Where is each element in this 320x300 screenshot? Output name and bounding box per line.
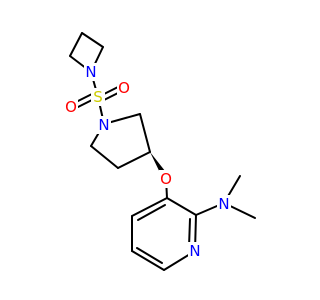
atom-label: O	[118, 79, 130, 97]
bond	[81, 32, 104, 48]
atom-labels: N S O O N O N	[64, 63, 231, 260]
bond	[131, 197, 168, 217]
bond	[90, 145, 119, 169]
bond	[131, 250, 165, 271]
bond	[139, 113, 151, 153]
atom-label: N	[85, 63, 96, 81]
atom-label: N	[98, 116, 109, 134]
atom-label: S	[93, 88, 103, 106]
molecule-structure-diagram: N S O O N O N	[64, 32, 256, 271]
atom-label: O	[160, 170, 172, 188]
bond	[136, 247, 163, 264]
molecule-svg: N S O O N O N	[64, 32, 256, 271]
bond	[69, 32, 83, 57]
bond	[117, 151, 151, 169]
pyridine-ring	[131, 197, 197, 271]
ether-oxygen: O	[159, 170, 173, 188]
bond	[166, 197, 197, 216]
sulfonyl-sulfur: S	[91, 88, 105, 106]
atom-label: O	[65, 98, 77, 116]
dimethylamino-nitrogen: N	[217, 195, 231, 213]
pyrrolidine-nitrogen: N	[97, 116, 111, 134]
bond	[137, 204, 166, 221]
azetidine-nitrogen: N	[84, 63, 98, 81]
pyridine-nitrogen: N	[188, 242, 202, 260]
atom-label: N	[189, 242, 200, 260]
sulfonyl-oxygen-right: O	[117, 79, 131, 97]
atom-label: N	[218, 195, 229, 213]
sulfonyl-oxygen-left: O	[64, 98, 78, 116]
